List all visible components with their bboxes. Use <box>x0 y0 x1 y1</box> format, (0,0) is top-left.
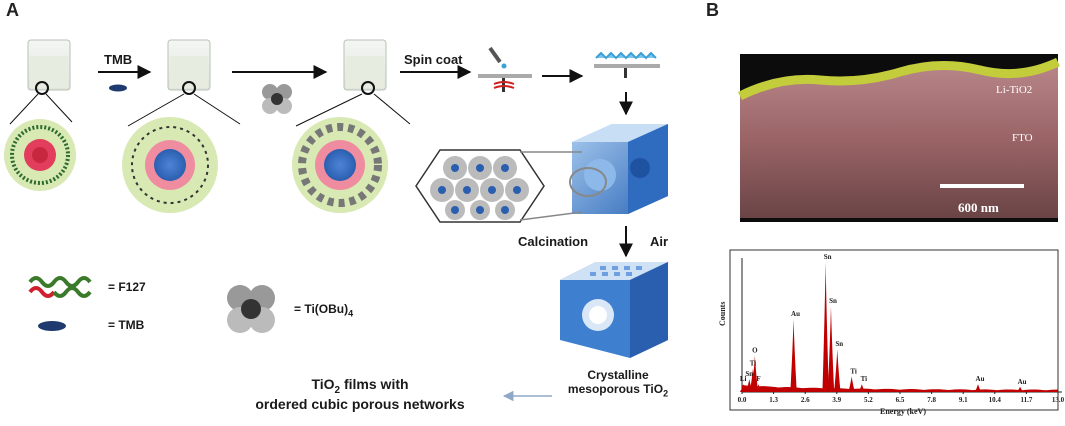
peak-label: Sn <box>824 253 832 261</box>
spin-coater-icon <box>478 46 532 92</box>
peak-label: O <box>752 347 758 355</box>
peak-label: Sn <box>745 370 753 378</box>
spin-coat-label: Spin coat <box>404 52 463 67</box>
peak-label: Li <box>740 375 747 383</box>
peak-label: Ti <box>750 360 757 368</box>
legend-tiobu-label: = Ti(OBu)4 <box>294 302 353 318</box>
x-tick-label: 7.8 <box>927 396 936 404</box>
panel-a-label: A <box>6 0 19 20</box>
coated-substrate-icon <box>594 51 660 78</box>
sem-image <box>737 54 1060 222</box>
x-tick-label: 2.6 <box>801 396 810 404</box>
f127-legend-icon <box>28 276 92 298</box>
x-tick-label: 1.3 <box>769 396 778 404</box>
spectrum-peak <box>790 319 797 392</box>
crystalline-structure <box>560 262 668 358</box>
result-line1: TiO2 films with <box>220 376 500 396</box>
cubic-mesostructure <box>572 124 668 214</box>
packed-micelles <box>430 156 529 220</box>
result-line2: ordered cubic porous networks <box>255 395 465 412</box>
legend-tiobu-sub: 4 <box>348 308 354 319</box>
tmb-legend-icon <box>38 321 66 331</box>
spectrum-peak <box>848 376 855 392</box>
x-tick-label: 5.2 <box>864 396 873 404</box>
sem-layer-bottom-label: FTO <box>1012 132 1033 144</box>
peak-label: Sn <box>829 297 837 305</box>
crystalline-line2-text: mesoporous TiO <box>567 382 664 396</box>
result-line1-pre: TiO <box>311 376 335 392</box>
peak-label: Ti <box>861 375 868 383</box>
spectrum-peak <box>822 262 829 392</box>
spectrum-peak <box>755 384 762 392</box>
beaker-2 <box>167 39 211 91</box>
spectrum-peak <box>827 306 835 392</box>
legend-f127-label: = F127 <box>108 280 146 294</box>
peak-label: Au <box>1018 378 1027 386</box>
spectrum-peak <box>834 349 841 392</box>
zoom-ring <box>569 167 607 197</box>
tmb-step-label: TMB <box>104 52 133 67</box>
spectrum-peak <box>858 384 866 392</box>
panel-b-label: B <box>706 0 719 20</box>
spectrum-peak <box>1016 386 1024 392</box>
peak-label: Au <box>791 310 800 318</box>
result-caption: TiO2 films with ordered cubic porous net… <box>220 376 500 412</box>
x-tick-label: 6.5 <box>896 396 905 404</box>
spectrum-peak <box>974 384 982 392</box>
eds-x-label: Energy (keV) <box>880 407 926 416</box>
crystalline-line2: mesoporous TiO2 <box>560 382 676 398</box>
sem-layer-top-label: Li-TiO2 <box>996 84 1033 96</box>
crystalline-line2-sub: 2 <box>663 388 669 399</box>
result-line1-sub: 2 <box>334 384 341 396</box>
tiobu-molecule-icon <box>262 84 292 114</box>
x-tick-label: 13.0 <box>1052 396 1065 404</box>
zoom-marker-2 <box>182 81 196 95</box>
crystalline-line1: Crystalline <box>587 368 649 382</box>
sem-scale-label: 600 nm <box>958 200 999 215</box>
x-tick-label: 9.1 <box>959 396 968 404</box>
x-tick-label: 11.7 <box>1020 396 1032 404</box>
x-tick-label: 10.4 <box>989 396 1002 404</box>
legend-tiobu-text: = Ti(OBu) <box>294 302 349 316</box>
micelle-tmb <box>122 117 218 213</box>
zoom-marker-3 <box>361 81 375 95</box>
micelle-f127 <box>4 119 76 191</box>
peak-label: Sn <box>835 340 843 348</box>
peak-label: Ti <box>850 367 857 375</box>
eds-y-label: Counts <box>718 301 727 326</box>
x-tick-label: 0.0 <box>738 396 747 404</box>
crystalline-label: Crystalline mesoporous TiO2 <box>560 368 676 398</box>
spectrum-peak <box>740 384 747 392</box>
peak-label: Au <box>976 375 985 383</box>
spectrum-peak <box>751 355 759 392</box>
result-line1-post: films with <box>340 376 409 392</box>
calcination-label: Calcination <box>518 234 589 249</box>
tmb-molecule-icon <box>109 84 127 92</box>
micelle-tiobu <box>292 117 388 213</box>
x-tick-label: 3.9 <box>832 396 841 404</box>
tiobu-legend-icon <box>227 285 275 333</box>
zoom-marker-1 <box>35 81 49 95</box>
peak-label: F <box>756 375 760 383</box>
legend-tmb-label: = TMB <box>108 318 145 332</box>
beaker-1 <box>27 39 71 91</box>
air-label: Air <box>650 234 669 249</box>
